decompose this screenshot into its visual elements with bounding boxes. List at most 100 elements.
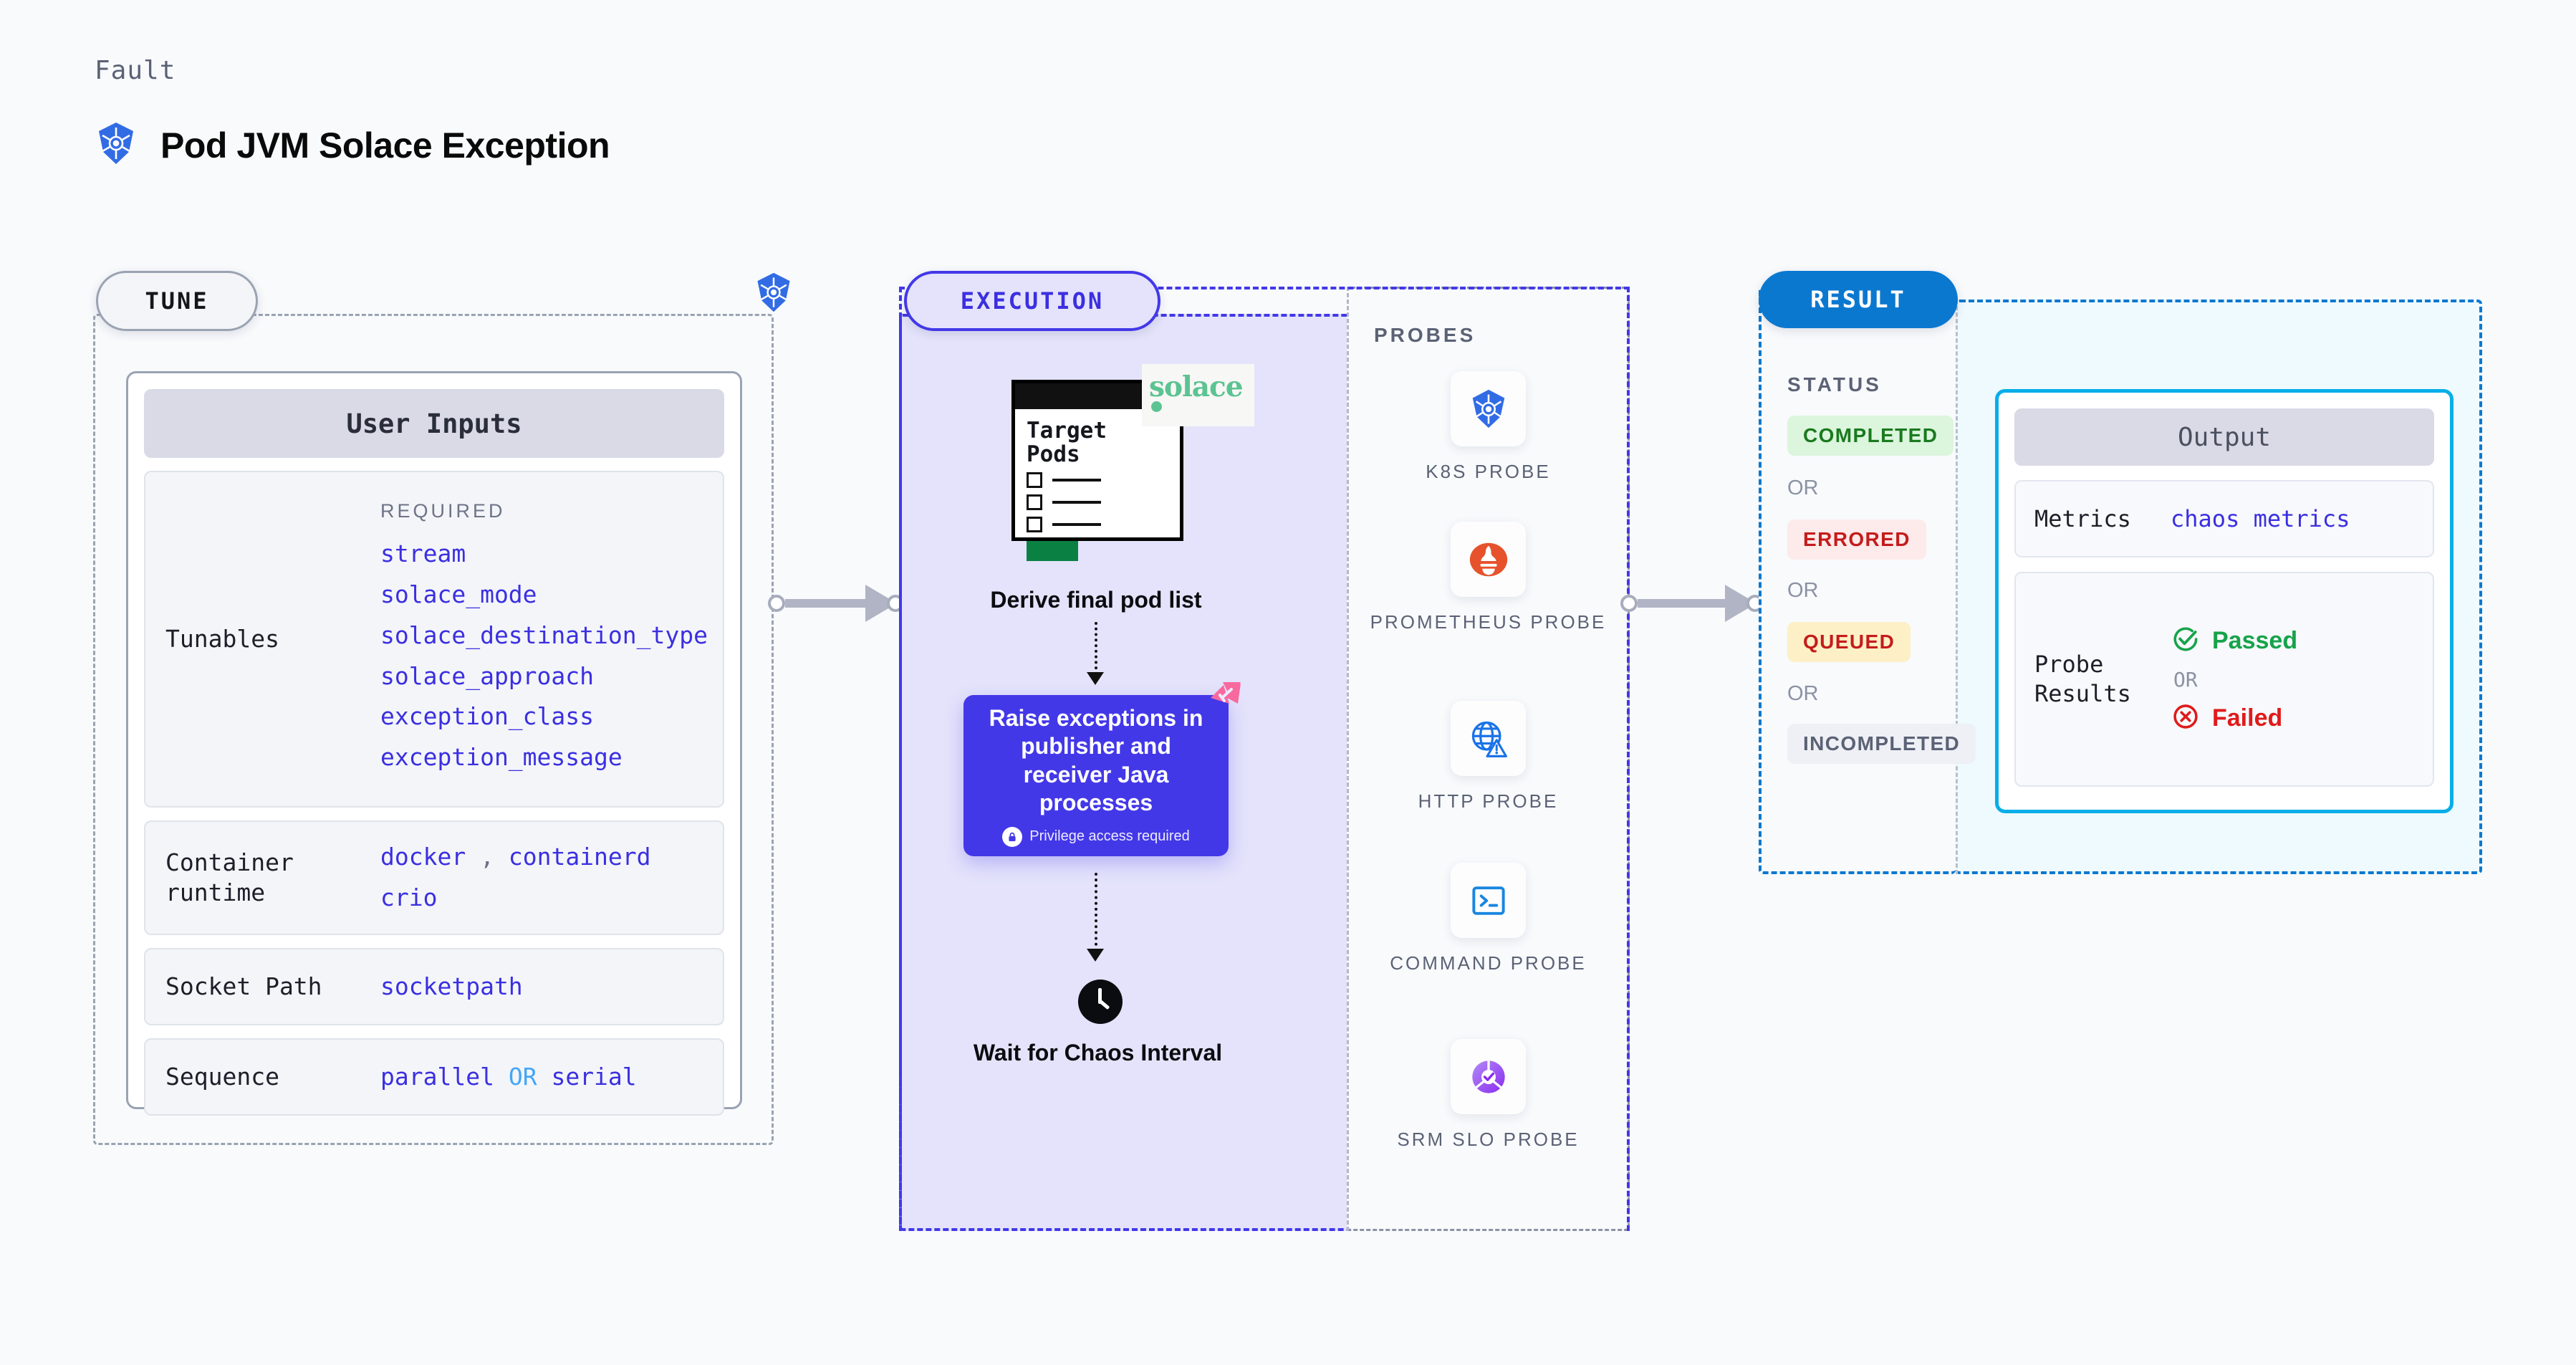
tune-pill[interactable]: TUNE bbox=[96, 271, 258, 331]
target-pods-card: Target Pods solace bbox=[1011, 364, 1254, 562]
result-divider bbox=[1956, 300, 1958, 874]
placeholder-line bbox=[1052, 501, 1101, 504]
probe-results-values: Passed OR Failed bbox=[2171, 624, 2297, 735]
http-globe-icon bbox=[1451, 701, 1526, 776]
probe-label: K8S PROBE bbox=[1426, 461, 1551, 482]
socket-path-value[interactable]: socketpath bbox=[380, 972, 523, 1000]
passed-label: Passed bbox=[2212, 626, 2298, 654]
table-row: Container runtime docker , containerd cr… bbox=[144, 820, 724, 935]
action-box-text: Raise exceptions in publisher and receiv… bbox=[989, 705, 1203, 815]
tunable-value[interactable]: solace_destination_type bbox=[380, 621, 708, 649]
runtime-value[interactable]: docker bbox=[380, 843, 466, 871]
connector-start-dot bbox=[768, 595, 785, 612]
lock-icon bbox=[1002, 826, 1023, 847]
check-circle-icon bbox=[2171, 624, 2201, 658]
x-circle-icon bbox=[2171, 701, 2201, 735]
checkbox-icon[interactable] bbox=[1027, 517, 1042, 533]
metrics-value[interactable]: chaos metrics bbox=[2171, 505, 2350, 532]
connector-tune-execution bbox=[768, 585, 904, 622]
value-separator: OR bbox=[508, 1062, 537, 1091]
probe-result-passed: Passed bbox=[2171, 624, 2297, 658]
result-stage bbox=[1759, 287, 1956, 874]
tunable-value[interactable]: solace_approach bbox=[380, 661, 595, 690]
clock-icon bbox=[1078, 980, 1123, 1024]
solace-logo: solace bbox=[1142, 364, 1254, 426]
checkbox-icon[interactable] bbox=[1027, 494, 1042, 511]
probe-label: HTTP PROBE bbox=[1418, 790, 1559, 812]
status-badge: COMPLETED bbox=[1787, 416, 1954, 456]
table-row: Tunables REQUIRED stream solace_mode sol… bbox=[144, 471, 724, 808]
connector-execution-result bbox=[1620, 585, 1764, 622]
user-inputs-title: User Inputs bbox=[144, 389, 724, 458]
connector-bar bbox=[1638, 599, 1726, 608]
flow-connector bbox=[1095, 622, 1097, 675]
command-terminal-icon bbox=[1451, 863, 1526, 938]
status-badge: ERRORED bbox=[1787, 519, 1926, 560]
metrics-label: Metrics bbox=[2034, 504, 2131, 532]
target-pods-title-2: Pods bbox=[1027, 441, 1080, 467]
container-runtime-values: docker , containerd crio bbox=[380, 837, 651, 919]
table-row: Probe Results Passed OR bbox=[2014, 572, 2434, 787]
output-card: Output Metrics chaos metrics Probe Resul… bbox=[1995, 389, 2454, 813]
tunable-value[interactable]: stream bbox=[380, 540, 466, 568]
probe-results-or: OR bbox=[2173, 667, 2198, 691]
output-title: Output bbox=[2014, 408, 2434, 466]
placeholder-line bbox=[1052, 523, 1101, 527]
sequence-values: parallel OR serial bbox=[380, 1057, 637, 1098]
connector-bar bbox=[785, 599, 867, 608]
solace-dot-icon bbox=[1151, 401, 1162, 412]
runtime-value[interactable]: crio bbox=[380, 883, 438, 911]
table-row: Metrics chaos metrics bbox=[2014, 480, 2434, 557]
tunable-value[interactable]: solace_mode bbox=[380, 580, 537, 608]
tune-stage bbox=[93, 314, 774, 1145]
tunables-values: REQUIRED stream solace_mode solace_desti… bbox=[380, 500, 708, 778]
flow-arrowhead bbox=[1087, 672, 1104, 685]
table-row: Sequence parallel OR serial bbox=[144, 1038, 724, 1116]
derive-pod-list-caption: Derive final pod list bbox=[990, 587, 1202, 613]
target-pods-title-1: Target bbox=[1027, 418, 1107, 444]
flow-arrowhead bbox=[1087, 949, 1104, 962]
probe-item-prometheus[interactable]: PROMETHEUS PROBE bbox=[1347, 522, 1630, 635]
prometheus-icon bbox=[1451, 522, 1526, 597]
probe-result-failed: Failed bbox=[2171, 701, 2297, 735]
tunable-value[interactable]: exception_class bbox=[380, 702, 595, 731]
probes-title: PROBES bbox=[1374, 324, 1476, 346]
probe-label: PROMETHEUS PROBE bbox=[1370, 611, 1607, 633]
tune-kubernetes-icon bbox=[752, 271, 795, 317]
runtime-value[interactable]: containerd bbox=[508, 843, 651, 871]
value-separator: , bbox=[480, 843, 494, 871]
probe-item-http[interactable]: HTTP PROBE bbox=[1347, 701, 1630, 814]
result-pill[interactable]: RESULT bbox=[1759, 271, 1958, 328]
fault-kicker: Fault bbox=[95, 56, 176, 85]
user-inputs-card: User Inputs Tunables REQUIRED stream sol… bbox=[126, 371, 742, 1116]
probe-item-command[interactable]: COMMAND PROBE bbox=[1347, 863, 1630, 976]
table-row: Socket Path socketpath bbox=[144, 948, 724, 1025]
status-badge: INCOMPLETED bbox=[1787, 724, 1976, 764]
sequence-value[interactable]: serial bbox=[551, 1062, 637, 1091]
action-box: Raise exceptions in publisher and receiv… bbox=[963, 695, 1229, 856]
status-or: OR bbox=[1787, 579, 1819, 602]
row-label: Container runtime bbox=[165, 848, 294, 906]
probe-item-k8s[interactable]: K8S PROBE bbox=[1347, 371, 1630, 484]
status-or: OR bbox=[1787, 476, 1819, 499]
kubernetes-icon bbox=[1451, 371, 1526, 446]
checkbox-icon[interactable] bbox=[1027, 472, 1042, 489]
probes-divider bbox=[1347, 287, 1349, 1231]
row-label: Tunables bbox=[165, 624, 279, 653]
confirm-button[interactable] bbox=[1027, 541, 1078, 562]
row-label: Socket Path bbox=[165, 972, 322, 1000]
row-label: Sequence bbox=[165, 1062, 279, 1091]
flow-connector bbox=[1095, 873, 1097, 952]
status-or: OR bbox=[1787, 682, 1819, 705]
status-title: STATUS bbox=[1787, 373, 1882, 396]
srm-slo-icon bbox=[1451, 1039, 1526, 1114]
wait-chaos-caption: Wait for Chaos Interval bbox=[973, 1040, 1223, 1065]
list-item bbox=[1027, 472, 1168, 489]
tunable-value[interactable]: exception_message bbox=[380, 743, 623, 771]
litmuschaos-icon bbox=[1202, 679, 1244, 724]
sequence-value[interactable]: parallel bbox=[380, 1062, 494, 1091]
status-badge: QUEUED bbox=[1787, 622, 1911, 662]
execution-pill[interactable]: EXECUTION bbox=[904, 271, 1160, 331]
probe-item-srm-slo[interactable]: SRM SLO PROBE bbox=[1347, 1039, 1630, 1152]
